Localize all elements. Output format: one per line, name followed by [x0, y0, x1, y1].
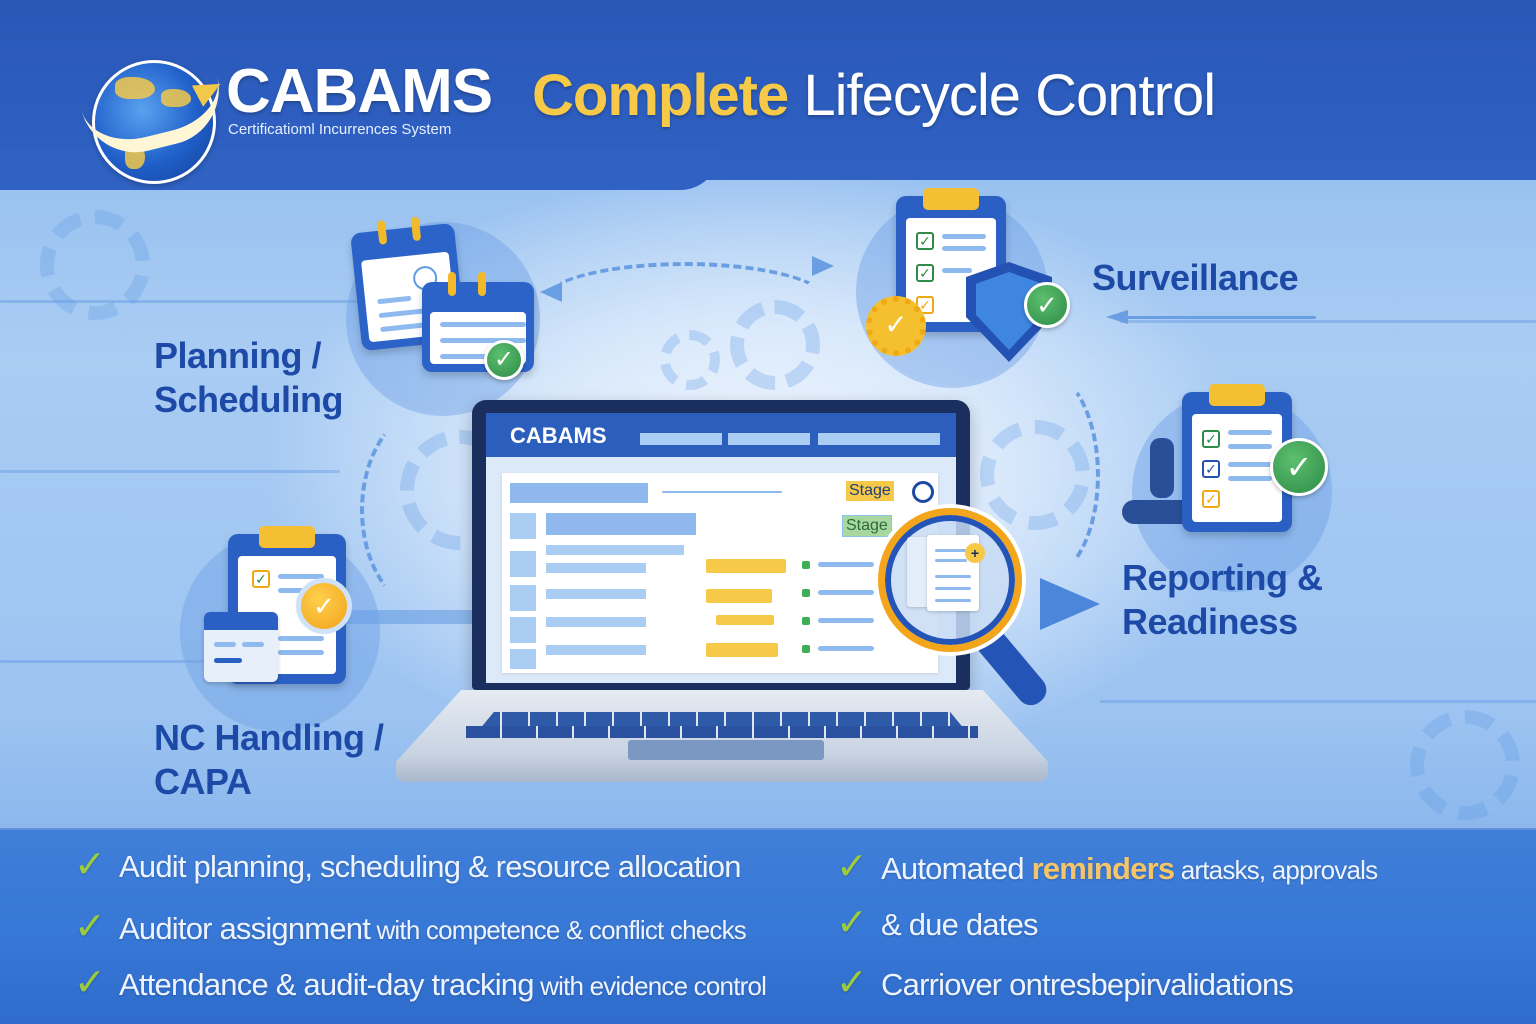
circuit-line — [0, 660, 300, 663]
stage-label-planning: Planning / Scheduling — [154, 335, 344, 420]
circuit-line — [0, 300, 380, 303]
check-badge-icon: ✓ — [484, 340, 524, 380]
star-badge-icon: + — [965, 543, 985, 563]
arrow-head-icon — [812, 256, 834, 276]
app-panel: Stage Stage — [502, 473, 938, 673]
brand-name: CABAMS — [226, 57, 493, 126]
app-header: CABAMS — [486, 413, 956, 457]
toolbar[interactable] — [510, 483, 648, 503]
check-icon: ✓ — [74, 962, 106, 1004]
stage-tag[interactable]: Stage — [846, 481, 894, 501]
check-icon: ✓ — [836, 902, 868, 944]
nav-tab[interactable] — [640, 433, 722, 445]
globe-icon — [92, 60, 216, 184]
check-icon: ✓ — [74, 906, 106, 948]
row-title — [546, 513, 696, 535]
trackpad — [628, 740, 824, 760]
device-stand-icon — [1150, 438, 1174, 498]
clock-icon — [912, 481, 934, 503]
stage-label-nc: NC Handling / CAPA — [154, 717, 384, 802]
search-bar[interactable] — [818, 433, 940, 445]
flow-arrow — [360, 410, 490, 610]
big-arrow-icon — [1040, 578, 1100, 630]
stage-tag[interactable]: Stage — [842, 515, 892, 537]
stage-label-reporting: Reporting & Readiness — [1122, 557, 1323, 642]
feature-item: ✓Attendance & audit-day tracking with ev… — [74, 962, 767, 1004]
check-badge-icon: ✓ — [1024, 282, 1070, 328]
gear-check-icon: ✓ — [866, 296, 926, 356]
circuit-line — [1120, 320, 1536, 323]
row-icon — [510, 513, 536, 539]
check-icon: ✓ — [836, 846, 868, 888]
keyboard — [466, 726, 978, 738]
surveillance-arrow-line — [1126, 316, 1316, 319]
laptop-screen: CABAMS Stage Stage — [486, 413, 956, 683]
feature-panel — [0, 828, 1536, 1024]
gear-icon — [40, 210, 150, 320]
feature-item: ✓Audit planning, scheduling & resource a… — [74, 844, 741, 886]
feature-item: ✓Automated reminders artasks, approvals — [836, 846, 1378, 888]
nav-tab[interactable] — [728, 433, 810, 445]
feature-item: ✓& due dates — [836, 902, 1039, 944]
feature-item: ✓Carriover ontresbepirvalidations — [836, 962, 1294, 1004]
flow-arrow — [540, 262, 830, 342]
page-title: Complete Lifecycle Control — [532, 62, 1216, 129]
check-icon: ✓ — [74, 844, 106, 886]
magnifier-icon: + — [878, 508, 1022, 652]
app-title: CABAMS — [510, 423, 607, 448]
check-badge-icon: ✓ — [1270, 438, 1328, 496]
document-card-icon — [204, 612, 278, 682]
arrow-head-icon — [540, 282, 562, 302]
check-icon: ✓ — [836, 962, 868, 1004]
stage-label-surveillance: Surveillance — [1092, 257, 1299, 298]
circuit-line — [0, 470, 340, 473]
title-accent: Complete — [532, 63, 789, 128]
circuit-line — [1100, 700, 1536, 703]
arrow-head-icon — [1106, 310, 1128, 324]
feature-item: ✓Auditor assignment with competence & co… — [74, 906, 747, 948]
flow-arrow — [990, 370, 1100, 580]
title-rest: Lifecycle Control — [788, 63, 1216, 128]
gear-icon — [1410, 710, 1520, 820]
orange-check-icon: ✓ — [296, 578, 352, 634]
brand-subtitle: Certificatioml Incurrences System — [228, 121, 452, 138]
